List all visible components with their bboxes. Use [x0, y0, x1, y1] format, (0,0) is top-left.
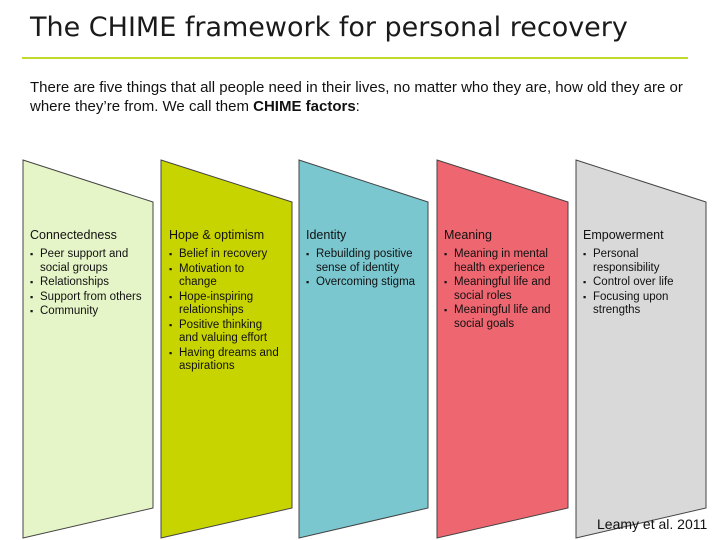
factor-heading: Identity — [306, 228, 347, 242]
page-title: The CHIME framework for personal recover… — [30, 12, 628, 43]
intro-suffix: : — [355, 98, 360, 115]
factor-items: Personal responsibility Control over lif… — [583, 248, 695, 318]
factor-item: Control over life — [583, 276, 695, 290]
factor-heading: Hope & optimism — [169, 228, 265, 242]
intro-text: There are five things that all people ne… — [30, 78, 690, 116]
factor-item: Meaningful life and social goals — [444, 304, 564, 331]
intro-body: There are five things that all people ne… — [30, 79, 683, 115]
empowerment-shape — [575, 159, 707, 539]
title-divider — [22, 57, 688, 59]
intro-emphasis: CHIME factors — [253, 98, 356, 115]
meaning-shape — [436, 159, 569, 539]
factor-heading: Empowerment — [583, 228, 664, 242]
factor-meaning: Meaning Meaning in mental health experie… — [444, 228, 564, 332]
factor-item: Personal responsibility — [583, 248, 695, 275]
factor-items: Peer support and social groups Relations… — [30, 248, 146, 319]
factor-item: Belief in recovery — [169, 248, 283, 262]
factor-item: Focusing upon strengths — [583, 291, 695, 318]
factor-heading: Connectedness — [30, 228, 117, 242]
factor-item: Overcoming stigma — [306, 276, 418, 290]
factor-connectedness: Connectedness Peer support and social gr… — [30, 228, 146, 320]
factor-item: Relationships — [30, 276, 146, 290]
factor-item: Meaning in mental health experience — [444, 248, 564, 275]
factor-items: Meaning in mental health experience Mean… — [444, 248, 564, 331]
factor-item: Rebuilding positive sense of identity — [306, 248, 418, 275]
citation: Leamy et al. 2011 — [597, 516, 708, 532]
factor-hope-optimism: Hope & optimism Belief in recovery Motiv… — [169, 228, 283, 375]
factor-item: Support from others — [30, 291, 146, 305]
factor-item: Meaningful life and social roles — [444, 276, 564, 303]
factor-item: Having dreams and aspirations — [169, 347, 283, 374]
factor-empowerment: Empowerment Personal responsibility Cont… — [583, 228, 695, 319]
factor-heading: Meaning — [444, 228, 492, 242]
factor-items: Rebuilding positive sense of identity Ov… — [306, 248, 418, 290]
factor-item: Motivation to change — [169, 263, 283, 290]
factor-identity: Identity Rebuilding positive sense of id… — [306, 228, 418, 291]
factor-item: Community — [30, 305, 146, 319]
factor-item: Positive thinking and valuing effort — [169, 319, 283, 346]
identity-shape — [298, 159, 429, 539]
factor-items: Belief in recovery Motivation to change … — [169, 248, 283, 374]
connectedness-shape — [22, 159, 154, 539]
factor-item: Hope-inspiring relationships — [169, 291, 283, 318]
factor-item: Peer support and social groups — [30, 248, 146, 275]
